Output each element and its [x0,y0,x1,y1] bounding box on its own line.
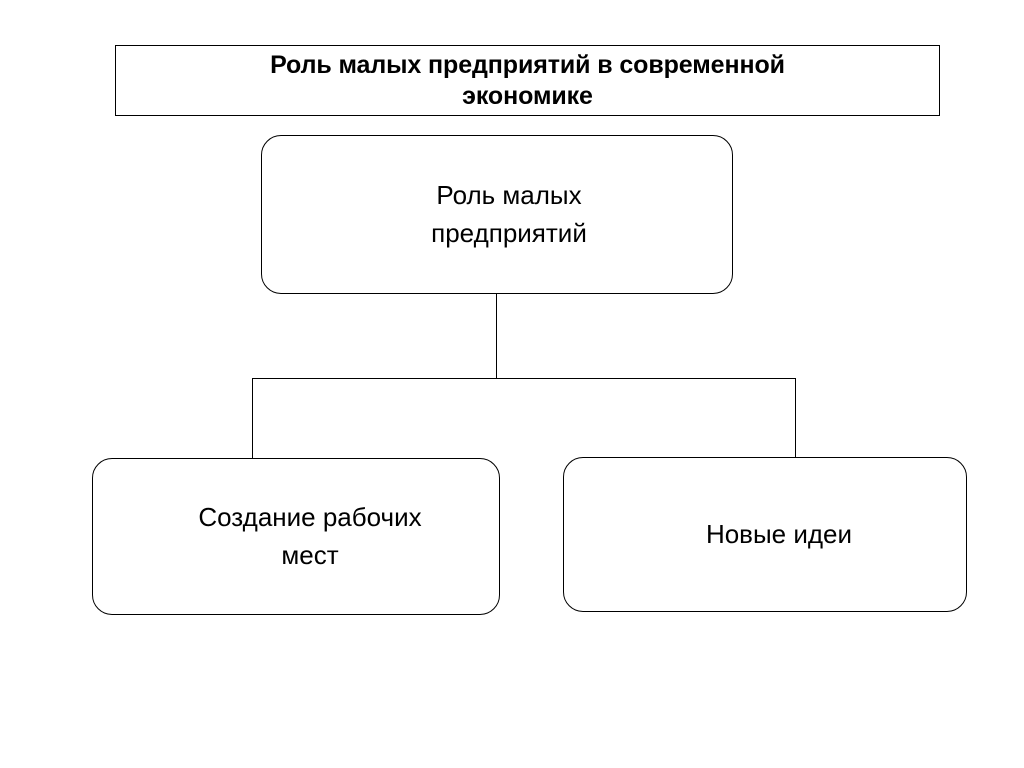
connector-drop-right [794,378,797,457]
slide-title-text: Роль малых предприятий в современной эко… [270,51,785,110]
connector-drop-left [251,378,254,458]
diagram-node-root-label: Роль малых предприятий [431,179,587,248]
slide-title-box: Роль малых предприятий в современной эко… [115,45,940,116]
connector-horizontal-bar [252,377,796,380]
diagram-node-jobs-label: Создание рабочих мест [198,501,422,570]
diagram-node-root[interactable]: Роль малых предприятий [261,135,733,294]
diagram-node-ideas-label: Новые идеи [705,518,853,549]
connector-root-stem [495,294,498,378]
diagram-node-ideas[interactable]: Новые идеи [563,457,967,612]
diagram-node-jobs[interactable]: Создание рабочих мест [92,458,500,615]
